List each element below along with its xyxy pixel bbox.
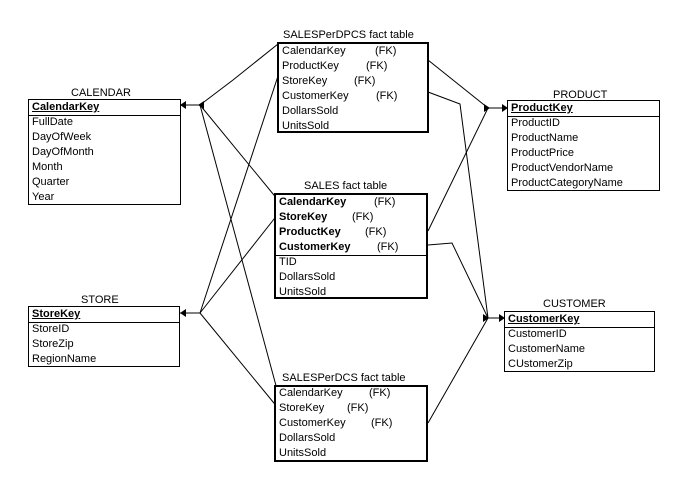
calendar-table[interactable]: CalendarKey FullDate DayOfWeek DayOfMont… [28, 99, 181, 205]
line-dcs-store [199, 312, 279, 409]
product-title: PRODUCT [553, 89, 608, 101]
table-row: Month [32, 161, 63, 173]
key-separator [29, 115, 180, 116]
line-dpcs-store [199, 75, 279, 314]
line-dcs-calendar [199, 104, 279, 394]
sales-dpcs-table[interactable]: CalendarKey(FK) ProductKey(FK) StoreKey(… [277, 42, 429, 133]
table-row: FullDate [32, 116, 73, 128]
product-table[interactable]: ProductKey ProductID ProductName Product… [507, 100, 660, 191]
line-sales-product [427, 107, 489, 232]
table-row: CustomerID [508, 328, 567, 340]
key-separator [508, 116, 659, 117]
line-sales-customer [427, 242, 489, 319]
line-dpcs-product [427, 59, 489, 109]
primary-key: CalendarKey [32, 101, 100, 113]
sales-dcs-table[interactable]: CalendarKey(FK) StoreKey(FK) CustomerKey… [274, 385, 428, 462]
table-row: RegionName [32, 353, 97, 365]
table-row: ProductName [511, 132, 579, 144]
primary-key: CustomerKey [508, 313, 580, 325]
key-separator [276, 255, 426, 256]
table-row: DayOfMonth [32, 146, 94, 158]
key-separator [505, 327, 654, 328]
table-row: CustomerName [508, 343, 586, 355]
table-row: Year [32, 191, 55, 203]
table-row: UnitsSold [279, 286, 327, 298]
calendar-title: CALENDAR [71, 87, 131, 99]
sales-title: SALES fact table [304, 180, 388, 192]
arrowhead-store [180, 309, 186, 317]
arrowhead-customer [499, 314, 505, 322]
line-sales-store [199, 213, 279, 314]
sales-dpcs-title: SALESPerDPCS fact table [283, 29, 414, 41]
table-row: TID [279, 256, 297, 268]
line-dpcs-customer [427, 91, 489, 319]
table-row: ProductCategoryName [511, 177, 623, 189]
arrowhead-product [502, 104, 508, 112]
line-dpcs-calendar [199, 43, 279, 106]
primary-key: StoreKey [32, 308, 81, 320]
store-title: STORE [81, 294, 119, 306]
table-row: ProductVendorName [511, 162, 614, 174]
table-row: DollarsSold [279, 271, 336, 283]
sales-dcs-title: SALESPerDCS fact table [282, 372, 406, 384]
table-row: DayOfWeek [32, 131, 92, 143]
customer-table[interactable]: CustomerKey CustomerID CustomerName CUst… [504, 311, 655, 372]
line-dcs-customer [427, 317, 489, 424]
table-row: ProductID [511, 117, 560, 129]
sales-table[interactable]: CalendarKey(FK) StoreKey(FK) ProductKey(… [274, 193, 428, 299]
table-row: CUstomerZip [508, 358, 573, 370]
key-separator [29, 322, 179, 323]
primary-key: ProductKey [511, 102, 573, 114]
table-row: StoreZip [32, 338, 74, 350]
arrowhead-calendar-stub [198, 101, 204, 109]
arrowhead-calendar [180, 101, 186, 109]
line-sales-calendar [199, 104, 279, 201]
table-row: Quarter [32, 176, 70, 188]
customer-title: CUSTOMER [543, 298, 606, 310]
table-row: ProductPrice [511, 147, 574, 159]
store-table[interactable]: StoreKey StoreID StoreZip RegionName [28, 306, 180, 367]
arrowhead-product-stub [484, 104, 490, 112]
arrowhead-customer-stub [483, 314, 489, 322]
table-row: StoreID [32, 323, 70, 335]
